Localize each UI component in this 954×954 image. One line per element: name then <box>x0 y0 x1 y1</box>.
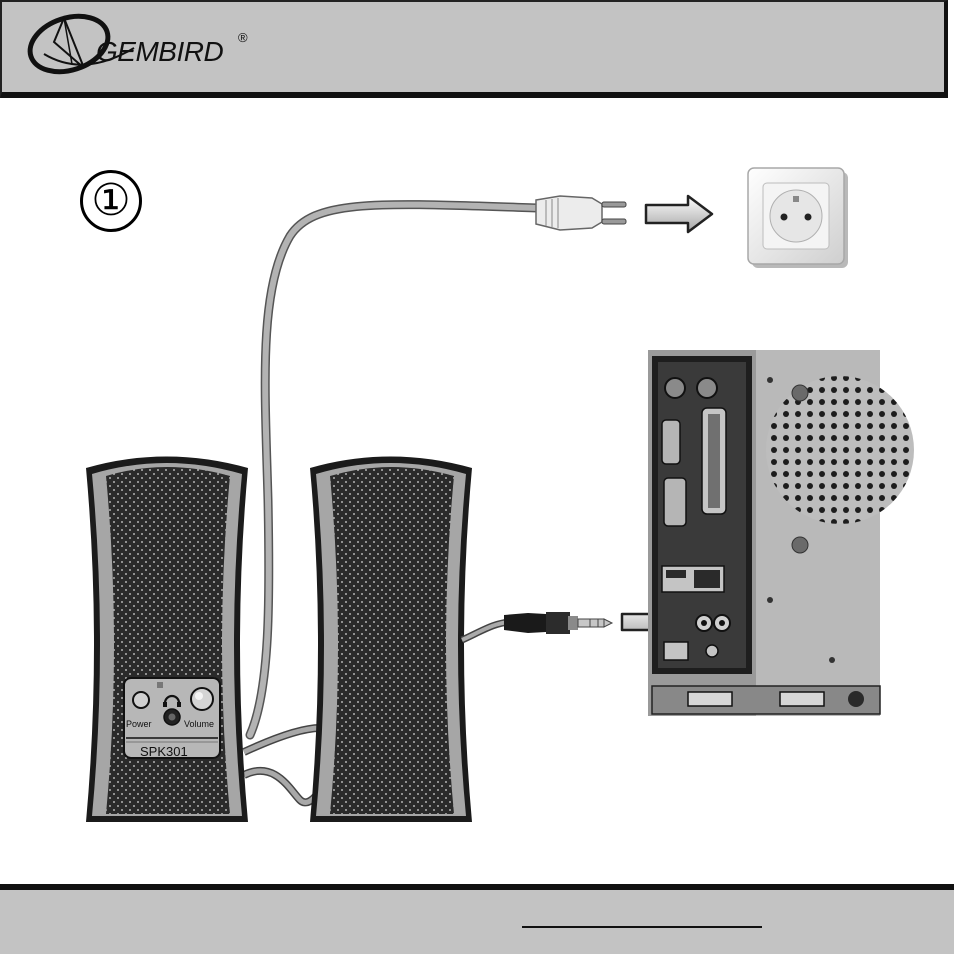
volume-label: Volume <box>184 719 214 729</box>
speaker-link-cable <box>244 728 320 802</box>
audio-jack-icon <box>504 612 612 634</box>
footer-bar <box>0 884 954 954</box>
pc-back-panel-icon <box>648 350 914 716</box>
power-label: Power <box>126 719 152 729</box>
footer-rule <box>522 926 762 928</box>
volume-knob <box>191 688 213 710</box>
power-button <box>133 692 149 708</box>
left-speaker: Power Volume SPK301 <box>86 457 248 823</box>
power-led <box>157 682 163 688</box>
right-speaker <box>310 457 472 823</box>
arrow-right-icon <box>646 196 712 232</box>
power-plug-icon <box>536 196 626 230</box>
model-label: SPK301 <box>140 744 188 759</box>
wall-socket-icon <box>748 168 848 268</box>
